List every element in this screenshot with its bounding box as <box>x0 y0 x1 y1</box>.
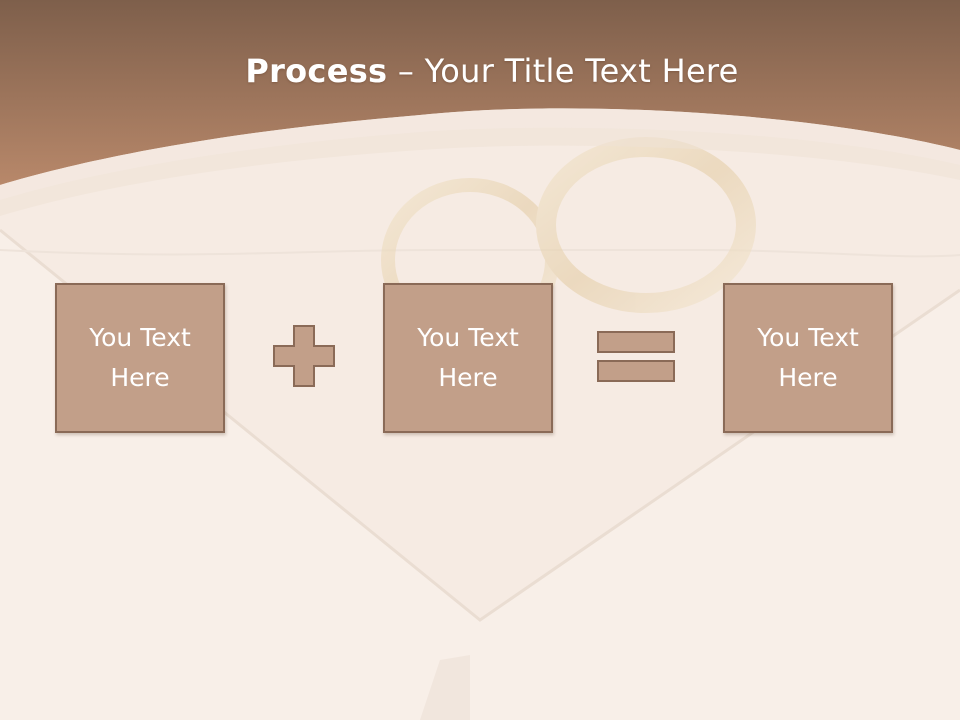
slide-title: Process – Your Title Text Here <box>0 52 960 90</box>
title-dash: – <box>387 52 425 90</box>
title-bold: Process <box>245 52 388 90</box>
equals-icon <box>597 331 675 382</box>
title-rest: Your Title Text Here <box>424 52 739 90</box>
text-box-3-line2: Here <box>778 363 838 392</box>
text-box-1-line2: Here <box>110 363 170 392</box>
text-box-2-line1: You Text <box>417 323 519 352</box>
text-box-1[interactable]: You Text Here <box>55 283 225 433</box>
text-box-2[interactable]: You Text Here <box>383 283 553 433</box>
text-box-3[interactable]: You Text Here <box>723 283 893 433</box>
text-box-3-line1: You Text <box>757 323 859 352</box>
text-box-2-line2: Here <box>438 363 498 392</box>
text-box-1-line1: You Text <box>89 323 191 352</box>
plus-icon <box>273 325 335 387</box>
